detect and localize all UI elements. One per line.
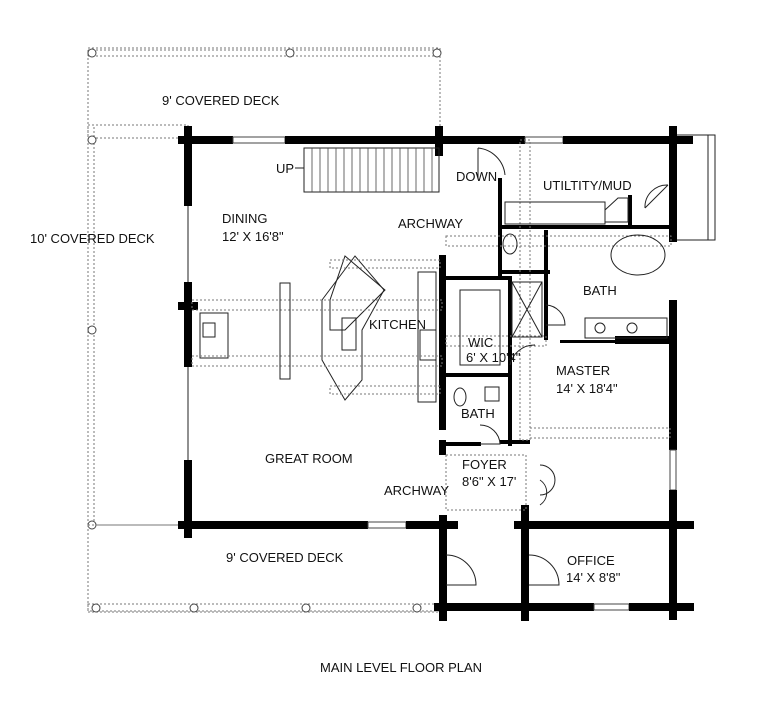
label-top-deck: 9' COVERED DECK bbox=[162, 93, 280, 108]
exterior-walls bbox=[178, 126, 694, 621]
interior-walls bbox=[439, 178, 675, 455]
label-down: DOWN bbox=[456, 169, 497, 184]
label-office-size: 14' X 8'8" bbox=[566, 570, 621, 585]
label-office: OFFICE bbox=[567, 553, 615, 568]
label-kitchen: KITCHEN bbox=[369, 317, 426, 332]
label-dining-size: 12' X 16'8" bbox=[222, 229, 284, 244]
label-left-deck: 10' COVERED DECK bbox=[30, 231, 155, 246]
label-foyer: FOYER bbox=[462, 457, 507, 472]
label-foyer-size: 8'6" X 17' bbox=[462, 474, 516, 489]
label-wic: WIC bbox=[468, 335, 493, 350]
label-great-room: GREAT ROOM bbox=[265, 451, 353, 466]
beams bbox=[191, 139, 672, 511]
label-bath: BATH bbox=[461, 406, 495, 421]
doors bbox=[445, 147, 669, 586]
label-dining: DINING bbox=[222, 211, 268, 226]
label-master-size: 14' X 18'4" bbox=[556, 381, 618, 396]
bottom-deck bbox=[87, 524, 444, 613]
plan-title: MAIN LEVEL FLOOR PLAN bbox=[320, 660, 482, 675]
label-up: UP bbox=[276, 161, 294, 176]
kitchen-island bbox=[199, 255, 437, 403]
stairs bbox=[295, 147, 440, 193]
left-deck bbox=[87, 124, 189, 530]
label-master: MASTER bbox=[556, 363, 610, 378]
label-archway-top: ARCHWAY bbox=[398, 216, 463, 231]
fixtures bbox=[453, 197, 668, 407]
right-porch bbox=[674, 134, 716, 241]
label-master-bath: BATH bbox=[583, 283, 617, 298]
label-bottom-deck: 9' COVERED DECK bbox=[226, 550, 344, 565]
label-wic-size: 6' X 10'4" bbox=[466, 350, 521, 365]
label-utility: UTILTITY/MUD bbox=[543, 178, 632, 193]
label-archway-bottom: ARCHWAY bbox=[384, 483, 449, 498]
